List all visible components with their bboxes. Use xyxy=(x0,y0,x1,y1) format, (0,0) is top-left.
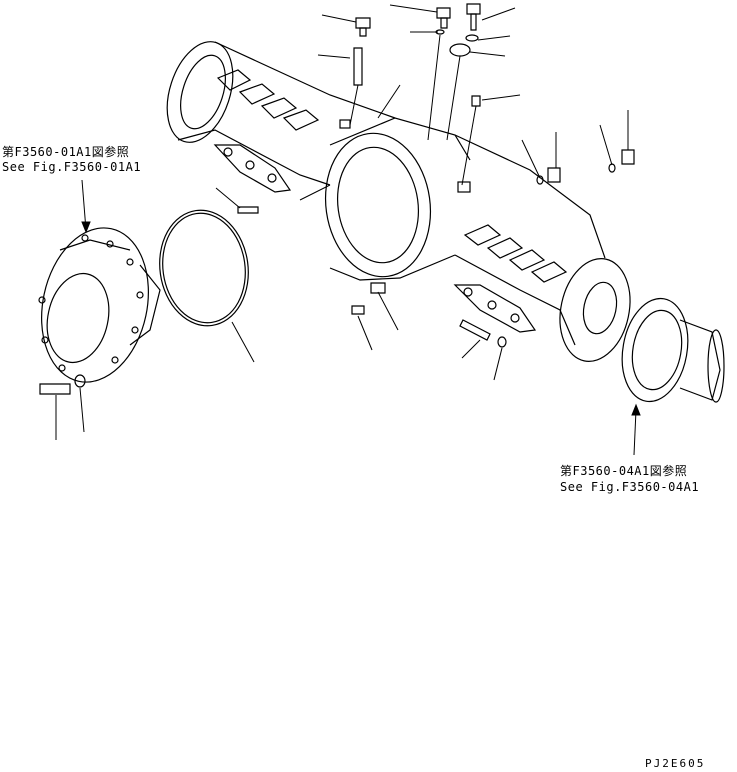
leader-lines xyxy=(55,4,629,440)
reference-arrows xyxy=(81,179,641,456)
reference-left-en: See Fig.F3560-01A1 xyxy=(2,160,142,174)
drawing-code: PJ2E605 xyxy=(645,757,706,770)
axle-housing xyxy=(166,41,631,362)
o-ring xyxy=(159,209,249,327)
reference-right-en: See Fig.F3560-04A1 xyxy=(560,480,700,494)
reference-left-ja: 第F3560-01A1図参照 xyxy=(2,145,130,159)
reference-right-ja: 第F3560-04A1図参照 xyxy=(560,464,688,478)
right-axle-shaft xyxy=(621,297,725,403)
fasteners xyxy=(39,3,635,395)
o-ring-inner xyxy=(162,212,246,324)
left-final-drive-hub xyxy=(38,227,161,383)
